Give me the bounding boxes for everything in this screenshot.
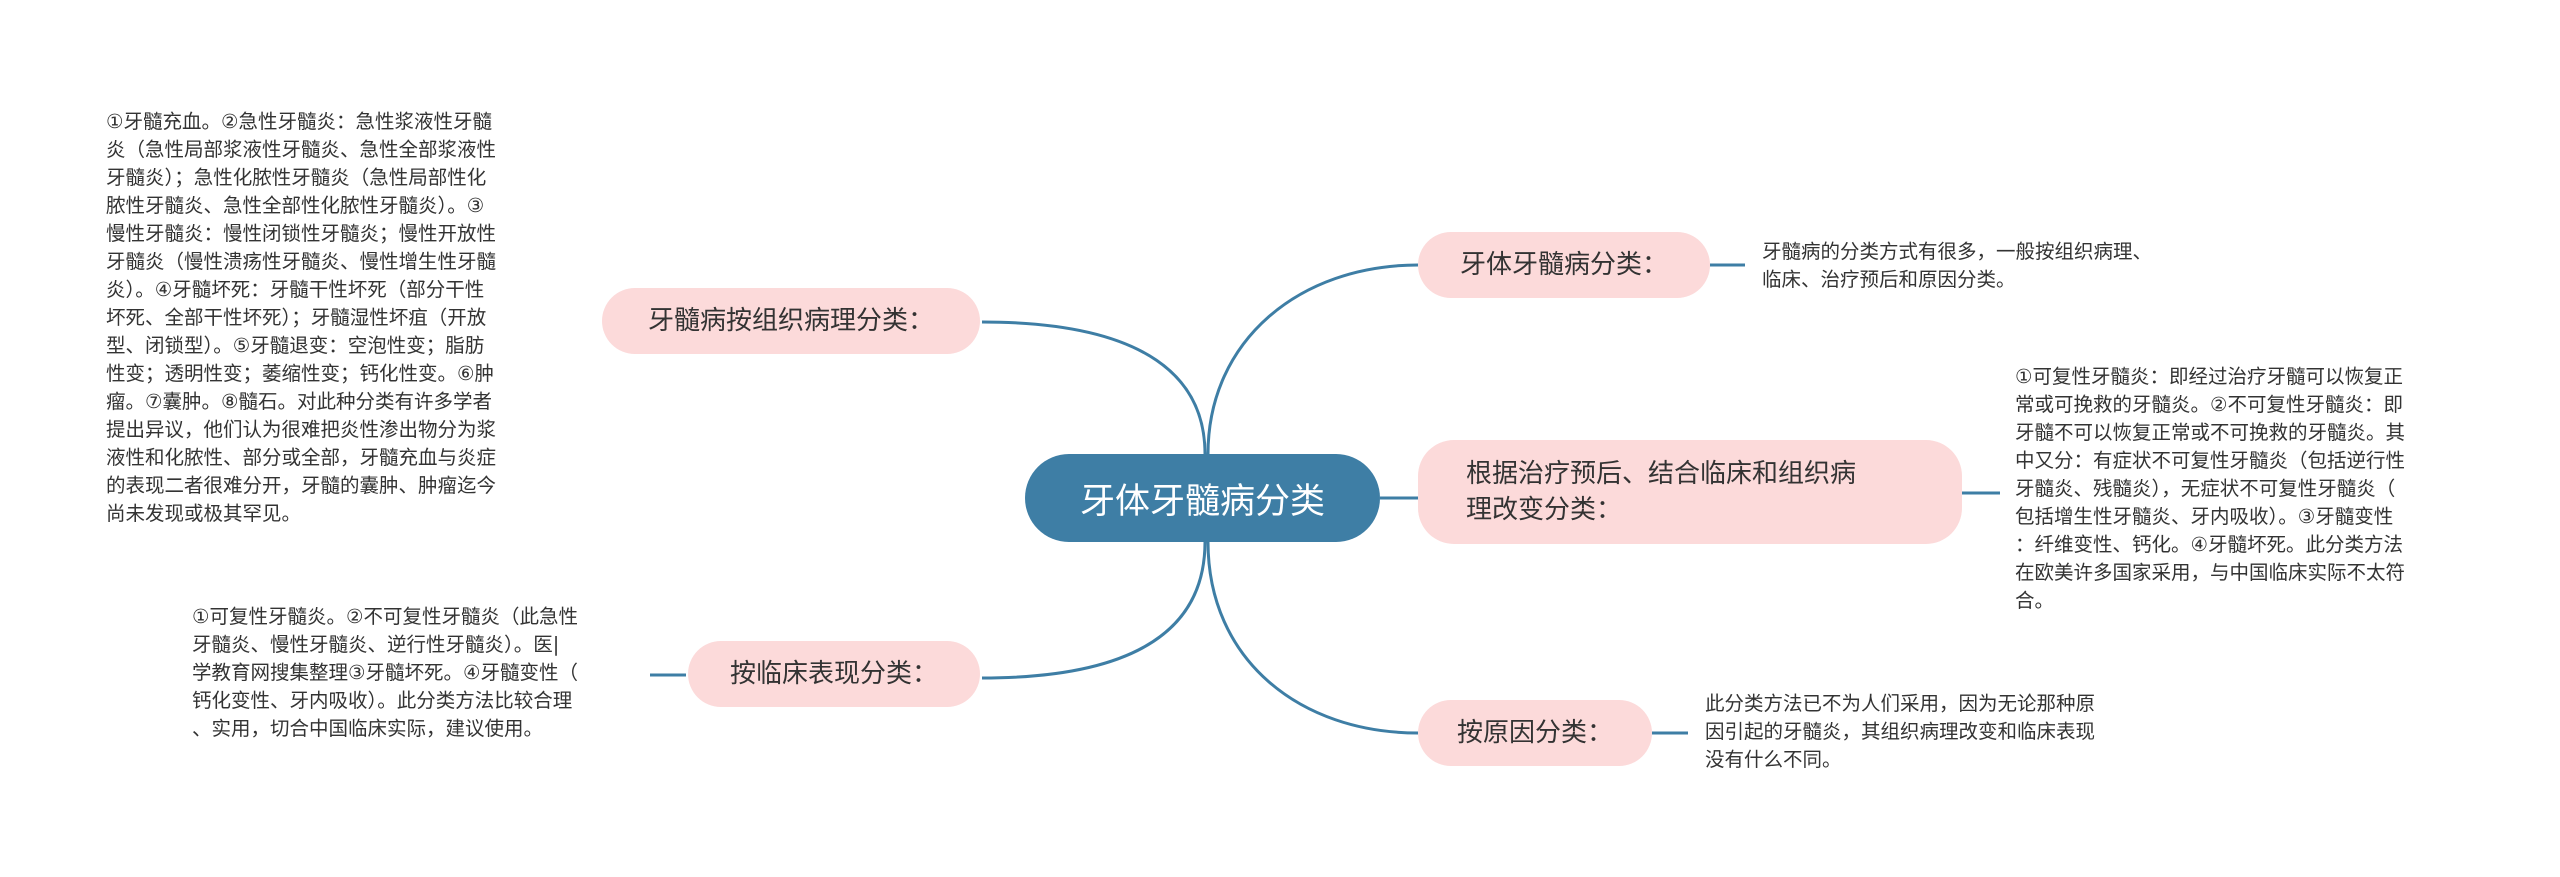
branch-node-3[interactable]: 按原因分类： [1418,700,1652,766]
branch-label: 根据治疗预后、结合临床和组织病 理改变分类： [1466,459,1857,525]
branch-label: 牙体牙髓病分类： [1459,250,1668,280]
branch-node-5[interactable]: 按临床表现分类： [688,641,980,707]
detail-text-1: 牙髓病的分类方式有很多，一般按组织病理、 临床、治疗预后和原因分类。 [1762,240,2153,291]
branch-label: 按临床表现分类： [729,659,938,689]
connector-center-to-branch-3 [1206,541,1419,735]
connector-center-to-branch-5 [981,541,1207,680]
detail-text-4: ①牙髓充血。②急性牙髓炎：急性浆液性牙髓 炎（急性局部浆液性牙髓炎、急性全部浆液… [106,110,497,525]
connector-center-to-branch-1 [1206,263,1419,455]
connector-center-to-branch-4 [981,320,1207,455]
detail-text-2: ①可复性牙髓炎：即经过治疗牙髓可以恢复正 常或可挽救的牙髓炎。②不可复性牙髓炎：… [2015,365,2406,612]
branch-label: 按原因分类： [1456,718,1613,748]
branch-node-4[interactable]: 牙髓病按组织病理分类： [602,288,980,354]
detail-text-5: ①可复性牙髓炎。②不可复性牙髓炎（此急性 牙髓炎、慢性牙髓炎、逆行性牙髓炎）。医… [192,605,578,740]
branch-node-2[interactable]: 根据治疗预后、结合临床和组织病 理改变分类： [1418,440,1962,544]
central-topic[interactable]: 牙体牙髓病分类 [1025,454,1380,542]
detail-text-3: 此分类方法已不为人们采用，因为无论那种原 因引起的牙髓炎，其组织病理改变和临床表… [1705,692,2096,771]
branch-node-1[interactable]: 牙体牙髓病分类： [1418,232,1710,298]
branch-label: 牙髓病按组织病理分类： [647,306,934,336]
